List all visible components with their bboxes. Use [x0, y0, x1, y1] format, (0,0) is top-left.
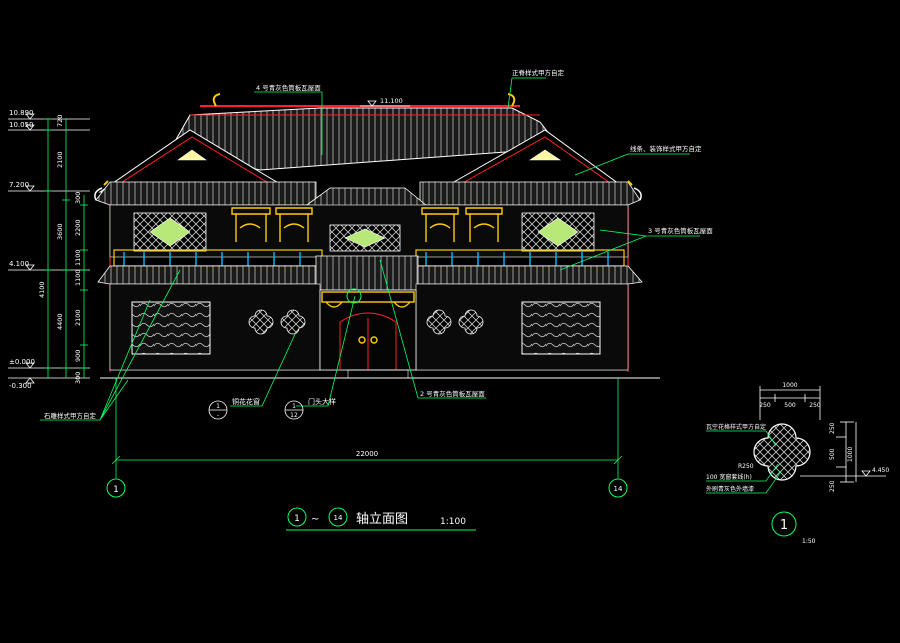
building-elevation	[94, 93, 660, 379]
callout-roof-3: 3 号青灰色筒板瓦屋面	[648, 226, 713, 235]
callout-roof-4: 4 号青灰色筒板瓦屋面	[256, 83, 321, 92]
drawing-title-text: 轴立面图	[356, 512, 408, 527]
detail-dim: 1000	[782, 382, 797, 389]
dim-label: 2100	[56, 151, 64, 168]
index-mark-bottom: 12	[290, 412, 298, 419]
detail-level: 4.450	[872, 467, 889, 474]
left-eave-roof	[95, 181, 317, 206]
level-label: 10.890	[9, 109, 34, 117]
level-label: ±0.000	[9, 358, 35, 366]
right-eave-roof	[419, 181, 641, 206]
index-mark-2: 1 12 门头大样	[284, 397, 336, 420]
index-mark-bottom: -	[217, 412, 219, 419]
dim-label: 2200	[74, 219, 82, 236]
drawing-scale: 1:100	[440, 517, 466, 527]
detail-dim: 250	[829, 422, 836, 434]
detail-dim: 250	[829, 480, 836, 492]
level-markers	[8, 113, 90, 384]
ridge-level-label: 11.100	[380, 97, 403, 105]
index-mark-label: 铜花花窗	[232, 397, 260, 406]
callout-ridge: 正脊样式甲方自定	[512, 68, 565, 77]
detail-radius: R250	[738, 463, 754, 470]
left-floor-eave	[97, 265, 321, 285]
detail-dim: 1000	[847, 447, 854, 462]
detail-quatrefoil	[753, 423, 811, 481]
detail-dim: 500	[829, 448, 836, 460]
level-label: 4.100	[9, 260, 29, 268]
detail-window: 1000 250 500 250 250 500 250 1000 R250 4…	[706, 382, 889, 545]
detail-callout: 100 宽窗套线(h)	[706, 473, 752, 481]
axis-bubbles: 1 14	[106, 478, 628, 498]
dim-label: 720	[56, 115, 64, 127]
ridge-ornaments	[212, 93, 516, 107]
callout-roof-2: 2 号青灰色筒板瓦屋面	[420, 389, 485, 398]
callout-ornament: 线条、装饰样式甲方自定	[630, 144, 702, 153]
axis-label: 14	[614, 485, 623, 493]
dim-label: 4400	[56, 313, 64, 330]
callout-stone-carving: 石雕样式甲方自定	[44, 411, 97, 420]
level-labels: 10.890 10.050 7.200 4.100 ±0.000 -0.300	[9, 109, 35, 390]
level-label: 7.200	[9, 181, 29, 189]
index-mark-top: 1	[292, 403, 296, 410]
detail-scale: 1:50	[802, 538, 816, 545]
quatrefoil-windows	[248, 309, 484, 335]
dim-label: 1100	[74, 249, 82, 266]
upper-lattice-windows	[133, 212, 595, 252]
dim-label: 2100	[74, 309, 82, 326]
detail-callout: 外刷青灰色外墙漆	[706, 485, 754, 493]
index-mark-1: 1 - 铜花花窗	[208, 397, 260, 420]
index-mark-label: 门头大样	[308, 397, 336, 406]
detail-dim: 250	[759, 402, 771, 409]
right-floor-eave	[415, 265, 643, 285]
dim-label: 300	[74, 192, 82, 204]
dim-label: 1100	[74, 269, 82, 286]
index-mark-top: 1	[216, 403, 220, 410]
gate-roof	[315, 255, 419, 291]
dim-label: 3600	[56, 223, 64, 240]
overall-width-label: 22000	[356, 450, 378, 458]
left-dimension-lines	[44, 118, 88, 378]
dim-label: 900	[74, 350, 82, 362]
overall-dimension	[111, 378, 623, 478]
detail-dim: 500	[784, 402, 796, 409]
axis-label: 1	[113, 485, 119, 495]
title-axis-from: 1	[294, 514, 300, 524]
detail-dim: 250	[809, 402, 821, 409]
title-axis-to: 14	[334, 514, 343, 522]
main-gate	[319, 288, 417, 379]
title-tilde: ~	[311, 514, 319, 525]
callout-labels: 4 号青灰色筒板瓦屋面 正脊样式甲方自定 线条、装饰样式甲方自定 3 号青灰色筒…	[44, 68, 713, 420]
level-label: -0.300	[9, 382, 32, 390]
detail-callout: 瓦空花格样式甲方自定	[706, 423, 766, 431]
left-dimension-text: 720 2100 3600 4100 4400 300 2200 1100 11…	[38, 115, 82, 384]
drawing-title: 1 ~ 14 轴立面图 1:100	[286, 507, 476, 531]
ridge-level-marker: 11.100	[360, 97, 410, 107]
dim-label: 4100	[38, 281, 46, 298]
stone-carving-panel-right	[521, 301, 601, 355]
level-label: 10.050	[9, 121, 34, 129]
callout-leaders	[40, 77, 700, 421]
dim-label: 300	[74, 372, 82, 384]
detail-number: 1	[780, 518, 788, 533]
yellow-brackets	[231, 207, 503, 242]
stone-carving-panel-left	[131, 301, 211, 355]
